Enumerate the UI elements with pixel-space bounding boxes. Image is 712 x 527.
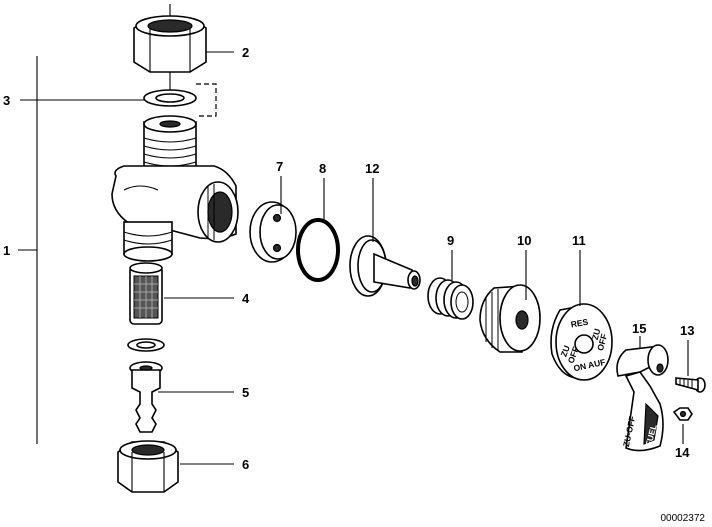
part-5-hose-nipple xyxy=(129,361,163,433)
part-3-sealing-washer xyxy=(143,72,217,117)
part-7-sealing-disc xyxy=(249,201,297,263)
assembly-bracket-1 xyxy=(18,56,38,444)
callout-4: 4 xyxy=(242,291,250,306)
callout-8: 8 xyxy=(319,161,326,176)
drawing-number: 00002372 xyxy=(661,513,706,524)
callout-1: 1 xyxy=(3,243,10,258)
part-2-union-nut xyxy=(133,4,207,73)
part-9-spring xyxy=(427,277,474,320)
small-sealing-ring xyxy=(127,338,165,352)
leader-lines xyxy=(20,51,689,465)
part-10-threaded-bush xyxy=(479,284,541,353)
callout-15: 15 xyxy=(632,321,646,336)
knob-zu-left-text: ZU xyxy=(559,344,572,358)
callout-5: 5 xyxy=(242,385,249,400)
callout-labels: 1 2 3 4 5 6 7 8 9 10 11 12 13 14 15 xyxy=(3,45,694,472)
knob-off-right-text: OFF xyxy=(595,333,609,352)
part-8-o-ring xyxy=(296,218,340,282)
callout-14: 14 xyxy=(675,445,690,460)
part-1-tap-body xyxy=(111,115,239,262)
callout-12: 12 xyxy=(365,161,379,176)
part-15-lever: ZU-OFF FUEL xyxy=(616,344,669,452)
part-4-filter-screen xyxy=(129,262,163,325)
callout-6: 6 xyxy=(242,457,249,472)
part-11-selector-knob: RES ZU OFF ZU OFF ON AUF xyxy=(550,303,613,381)
knob-res-text: RES xyxy=(570,317,589,330)
callout-13: 13 xyxy=(680,323,694,338)
part-13-screw xyxy=(675,377,706,393)
part-12-valve-spindle xyxy=(349,235,421,297)
knob-zu-right-text: ZU xyxy=(590,327,603,341)
callout-7: 7 xyxy=(276,159,283,174)
callout-10: 10 xyxy=(517,233,531,248)
callout-2: 2 xyxy=(242,45,249,60)
part-6-union-nut xyxy=(117,440,179,493)
callout-9: 9 xyxy=(447,233,454,248)
callout-11: 11 xyxy=(572,233,586,248)
callout-3: 3 xyxy=(3,93,10,108)
part-14-nut xyxy=(672,407,693,421)
